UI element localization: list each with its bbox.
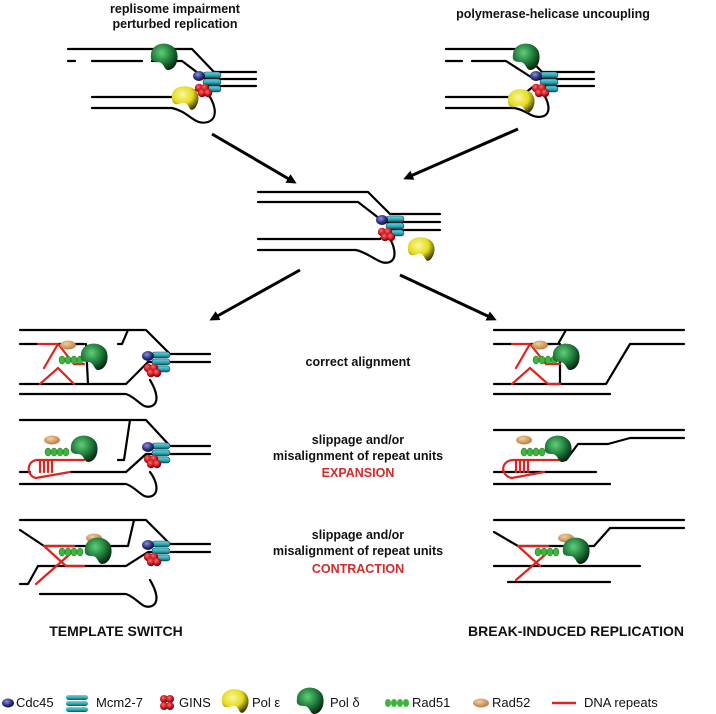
pol-epsilon-icon <box>221 689 249 713</box>
arrow-left-to-center <box>211 132 297 184</box>
rad52-icon <box>473 698 489 708</box>
legend-label-pol-delta: Pol δ <box>330 695 360 710</box>
label-expansion-line2: misalignment of repeat units <box>273 449 443 463</box>
top-right-fork <box>444 43 596 118</box>
label-contraction-line1: slippage and/or <box>312 528 405 542</box>
legend-item-dna-repeats: DNA repeats <box>552 695 658 710</box>
gins-icon <box>160 695 174 710</box>
top-left-title-line2: perturbed replication <box>112 17 237 31</box>
legend-item-cdc45: Cdc45 <box>2 695 54 710</box>
bir-contraction <box>492 518 686 584</box>
legend-item-pol-delta: Pol δ <box>296 687 360 714</box>
mcm-icon <box>66 695 88 712</box>
bir-expansion <box>492 428 686 486</box>
label-contraction-tag: CONTRACTION <box>312 562 404 576</box>
top-left-fork <box>66 43 258 124</box>
legend-label-pol-epsilon: Pol ε <box>252 695 280 710</box>
template-switch-expansion <box>18 418 212 498</box>
arrow-center-to-template-switch <box>209 268 301 321</box>
legend-label-mcm: Mcm2-7 <box>96 695 143 710</box>
top-left-title-line1: replisome impairment <box>110 2 241 16</box>
legend-label-gins: GINS <box>179 695 211 710</box>
legend-item-rad51: Rad51 <box>385 695 450 710</box>
label-expansion-tag: EXPANSION <box>322 466 395 480</box>
arrow-right-to-center <box>403 127 519 180</box>
bir-correct <box>492 328 686 396</box>
middle-fork <box>256 190 442 264</box>
template-switch-contraction <box>18 518 212 608</box>
legend-label-rad52: Rad52 <box>492 695 530 710</box>
label-correct-alignment: correct alignment <box>306 355 412 369</box>
top-right-title: polymerase-helicase uncoupling <box>456 7 650 21</box>
pathway-template-switch: TEMPLATE SWITCH <box>49 623 183 639</box>
legend-item-mcm: Mcm2-7 <box>66 695 143 712</box>
rad51-icon <box>385 699 409 707</box>
pol-delta-icon <box>296 687 324 714</box>
legend-label-cdc45: Cdc45 <box>16 695 54 710</box>
cdc45-icon <box>2 698 14 708</box>
legend-item-pol-epsilon: Pol ε <box>221 689 280 713</box>
pathway-bir: BREAK-INDUCED REPLICATION <box>468 623 684 639</box>
legend-label-dna-repeats: DNA repeats <box>584 695 658 710</box>
legend-item-gins: GINS <box>160 695 211 710</box>
legend: Cdc45 Mcm2-7 GINS Pol ε Pol δ <box>2 687 658 714</box>
template-switch-correct <box>18 328 212 408</box>
label-expansion-line1: slippage and/or <box>312 433 405 447</box>
label-contraction-line2: misalignment of repeat units <box>273 544 443 558</box>
legend-label-rad51: Rad51 <box>412 695 450 710</box>
legend-item-rad52: Rad52 <box>473 695 530 710</box>
arrow-center-to-bir <box>399 273 497 321</box>
